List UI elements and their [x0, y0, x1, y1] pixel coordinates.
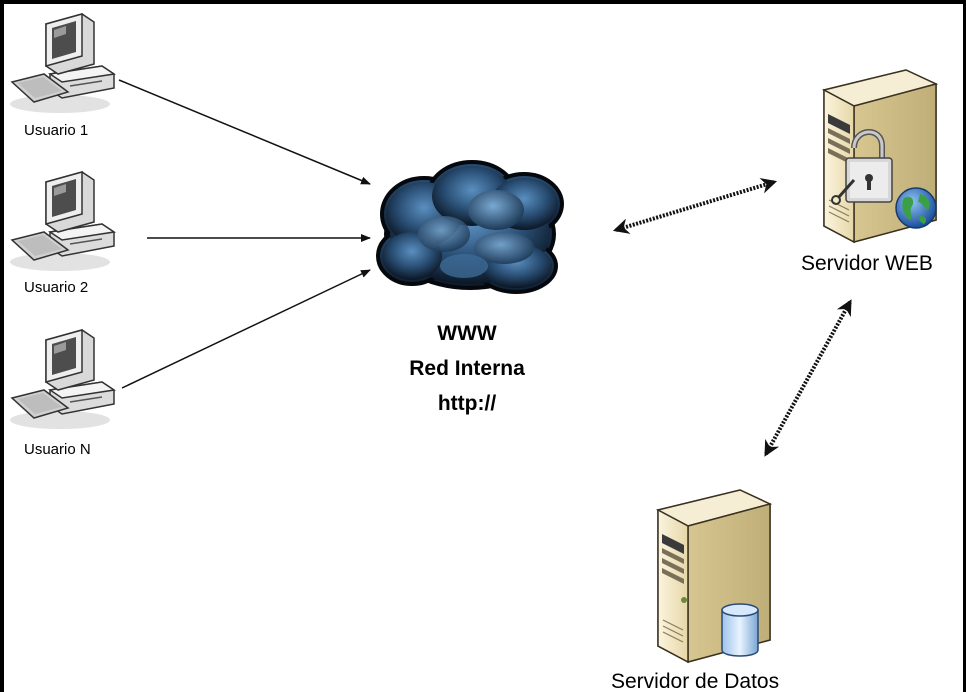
web-server-label: Servidor WEB [801, 252, 933, 275]
arrow-web-server-data-server [764, 299, 852, 457]
data-server-label: Servidor de Datos [611, 670, 779, 692]
user-computer-n [9, 329, 115, 430]
database-icon [721, 603, 759, 657]
user-computer-1 [9, 13, 115, 114]
arrow-user1-to-network [118, 79, 371, 185]
network-label-www: WWW [437, 322, 497, 345]
arrow-network-web-server [612, 178, 778, 234]
network-label-red-interna: Red Interna [409, 357, 525, 380]
web-server [823, 69, 937, 243]
network-label-http: http:// [438, 392, 496, 415]
desktop-computer-icon [9, 329, 115, 430]
user-2-label: Usuario 2 [24, 279, 88, 296]
cloud-icon [376, 160, 564, 294]
desktop-computer-icon [9, 13, 115, 114]
arrow-usern-to-network [121, 269, 371, 389]
user-computer-2 [9, 171, 115, 272]
data-server [657, 489, 771, 663]
desktop-computer-icon [9, 171, 115, 272]
network-diagram: Usuario 1 Usuario 2 Usuario N WWW Red I [9, 13, 937, 692]
user-n-label: Usuario N [24, 441, 91, 458]
lock-icon [831, 129, 893, 205]
globe-icon [895, 187, 937, 229]
user-1-label: Usuario 1 [24, 122, 88, 139]
